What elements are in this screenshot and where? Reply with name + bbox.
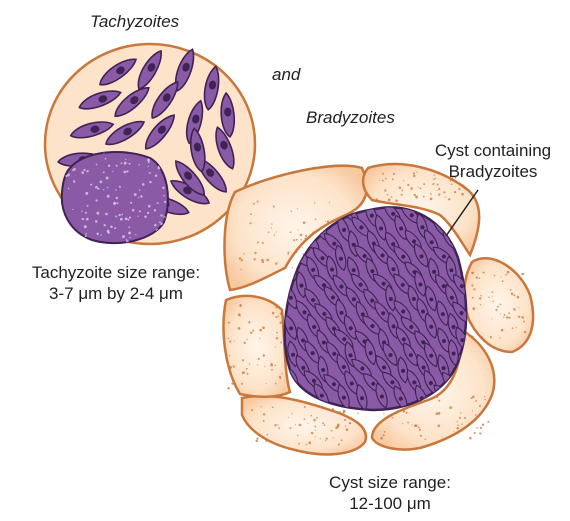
label-and: and [272, 64, 300, 85]
tissue-cell-left [224, 296, 290, 397]
label-cyst-size: Cyst size range: 12-100 μm [305, 472, 475, 514]
label-tachyzoite-size: Tachyzoite size range: 3-7 μm by 2-4 μm [2, 262, 230, 304]
label-cyst-containing: Cyst containing Bradyzoites [418, 140, 568, 182]
label-cyst-containing-line1: Cyst containing [418, 140, 568, 161]
label-tachyzoite-size-line2: 3-7 μm by 2-4 μm [2, 283, 230, 304]
label-cyst-size-line2: 12-100 μm [305, 493, 475, 514]
label-tachyzoites: Tachyzoites [90, 11, 179, 32]
parasitophorous-mass [59, 149, 170, 246]
label-cyst-containing-line2: Bradyzoites [418, 161, 568, 182]
label-bradyzoites: Bradyzoites [306, 107, 395, 128]
label-cyst-size-line1: Cyst size range: [305, 472, 475, 493]
label-tachyzoite-size-line1: Tachyzoite size range: [2, 262, 230, 283]
tachyzoite-cell [45, 44, 255, 245]
